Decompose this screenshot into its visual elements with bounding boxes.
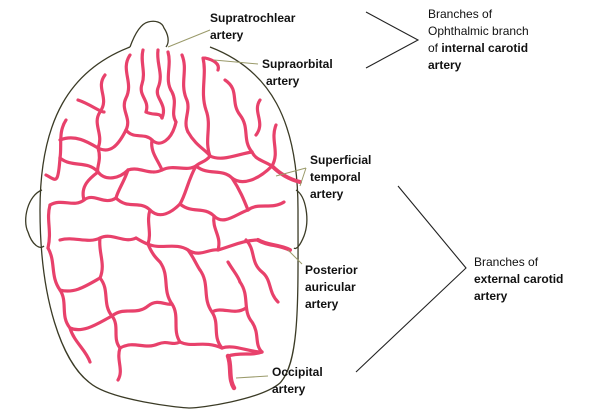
leader-lines bbox=[167, 29, 307, 379]
external-group-label: Branches of external carotid artery bbox=[474, 255, 564, 303]
auricular-leader bbox=[287, 249, 303, 265]
group-brackets bbox=[355, 11, 467, 373]
head-outline bbox=[25, 20, 308, 409]
skull-outline bbox=[39, 46, 299, 409]
posterior-auricular-label: Posterior auricular artery bbox=[305, 263, 358, 311]
occipital-leader bbox=[235, 375, 269, 379]
right-ear-outline bbox=[293, 189, 308, 250]
artery-network bbox=[44, 48, 302, 391]
supratrochlear-leader bbox=[167, 29, 211, 48]
supratrochlear-label: Supratrochlear artery bbox=[210, 11, 296, 42]
superficial-temporal-label: Superficial temporal artery bbox=[310, 153, 372, 201]
left-ear-outline bbox=[25, 189, 45, 248]
supraorbital-label: Supraorbital artery bbox=[262, 57, 333, 88]
temporal-leader-lower bbox=[299, 167, 307, 187]
ophthalmic-group-label: Branches of Ophthalmic branch of interna… bbox=[428, 7, 529, 72]
external-bracket bbox=[355, 185, 467, 373]
occipital-label: Occipital artery bbox=[272, 365, 323, 396]
nose-outline bbox=[129, 20, 169, 48]
ophthalmic-bracket bbox=[365, 11, 420, 69]
temporal-leader-upper bbox=[275, 167, 307, 177]
supraorbital-leader bbox=[213, 59, 259, 65]
